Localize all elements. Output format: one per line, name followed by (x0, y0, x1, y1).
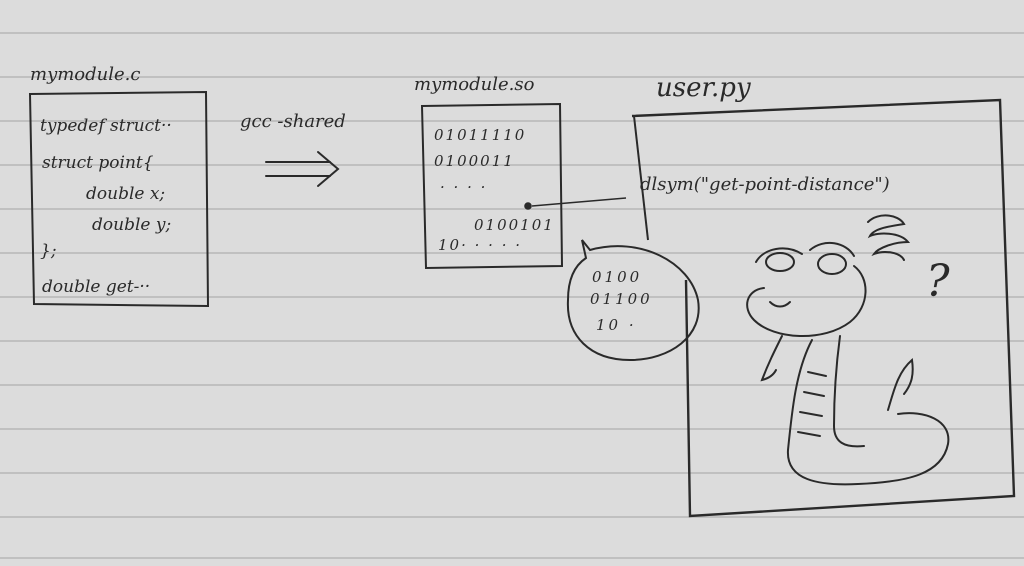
code-line: }; (40, 241, 57, 261)
code-line: struct point{ (42, 153, 154, 173)
library-box (420, 102, 564, 270)
bubble-row: 10 · (596, 316, 637, 334)
binary-row: 0100101 (474, 216, 555, 234)
bubble-binary: 0100 01100 10 · (590, 268, 653, 334)
script-title: user.py (656, 73, 751, 103)
code-line: double x; (86, 184, 165, 204)
source-file-title: mymodule.c (30, 64, 140, 85)
bubble-row: 0100 (592, 268, 642, 286)
binary-rows: 01011110 0100011 · · · · 0100101 10· · ·… (434, 126, 555, 254)
binary-row: · · · · (440, 178, 487, 196)
symbol-pointer-arrow (524, 197, 627, 210)
script-box (631, 98, 1016, 518)
script-box-left-edge (633, 115, 649, 241)
question-mark: ? (926, 256, 950, 307)
binary-row: 10· · · · · (438, 236, 522, 254)
source-file-box (28, 90, 210, 308)
dlsym-call: dlsym("get-point-distance") (640, 174, 890, 195)
binary-row: 01011110 (434, 126, 526, 144)
bubble-row: 01100 (590, 290, 653, 308)
speech-bubble (566, 239, 700, 362)
code-line: double y; (92, 215, 171, 235)
confused-snake-icon (746, 214, 950, 486)
source-code-lines: typedef struct·· struct point{ double x;… (40, 116, 172, 297)
double-arrow-icon (265, 151, 340, 187)
code-line: typedef struct·· (40, 116, 172, 136)
binary-row: 0100011 (434, 152, 515, 170)
compile-command: gcc -shared (240, 111, 346, 132)
code-line: double get-·· (42, 277, 150, 297)
library-title: mymodule.so (414, 74, 535, 95)
ruled-lines (0, 32, 1024, 559)
